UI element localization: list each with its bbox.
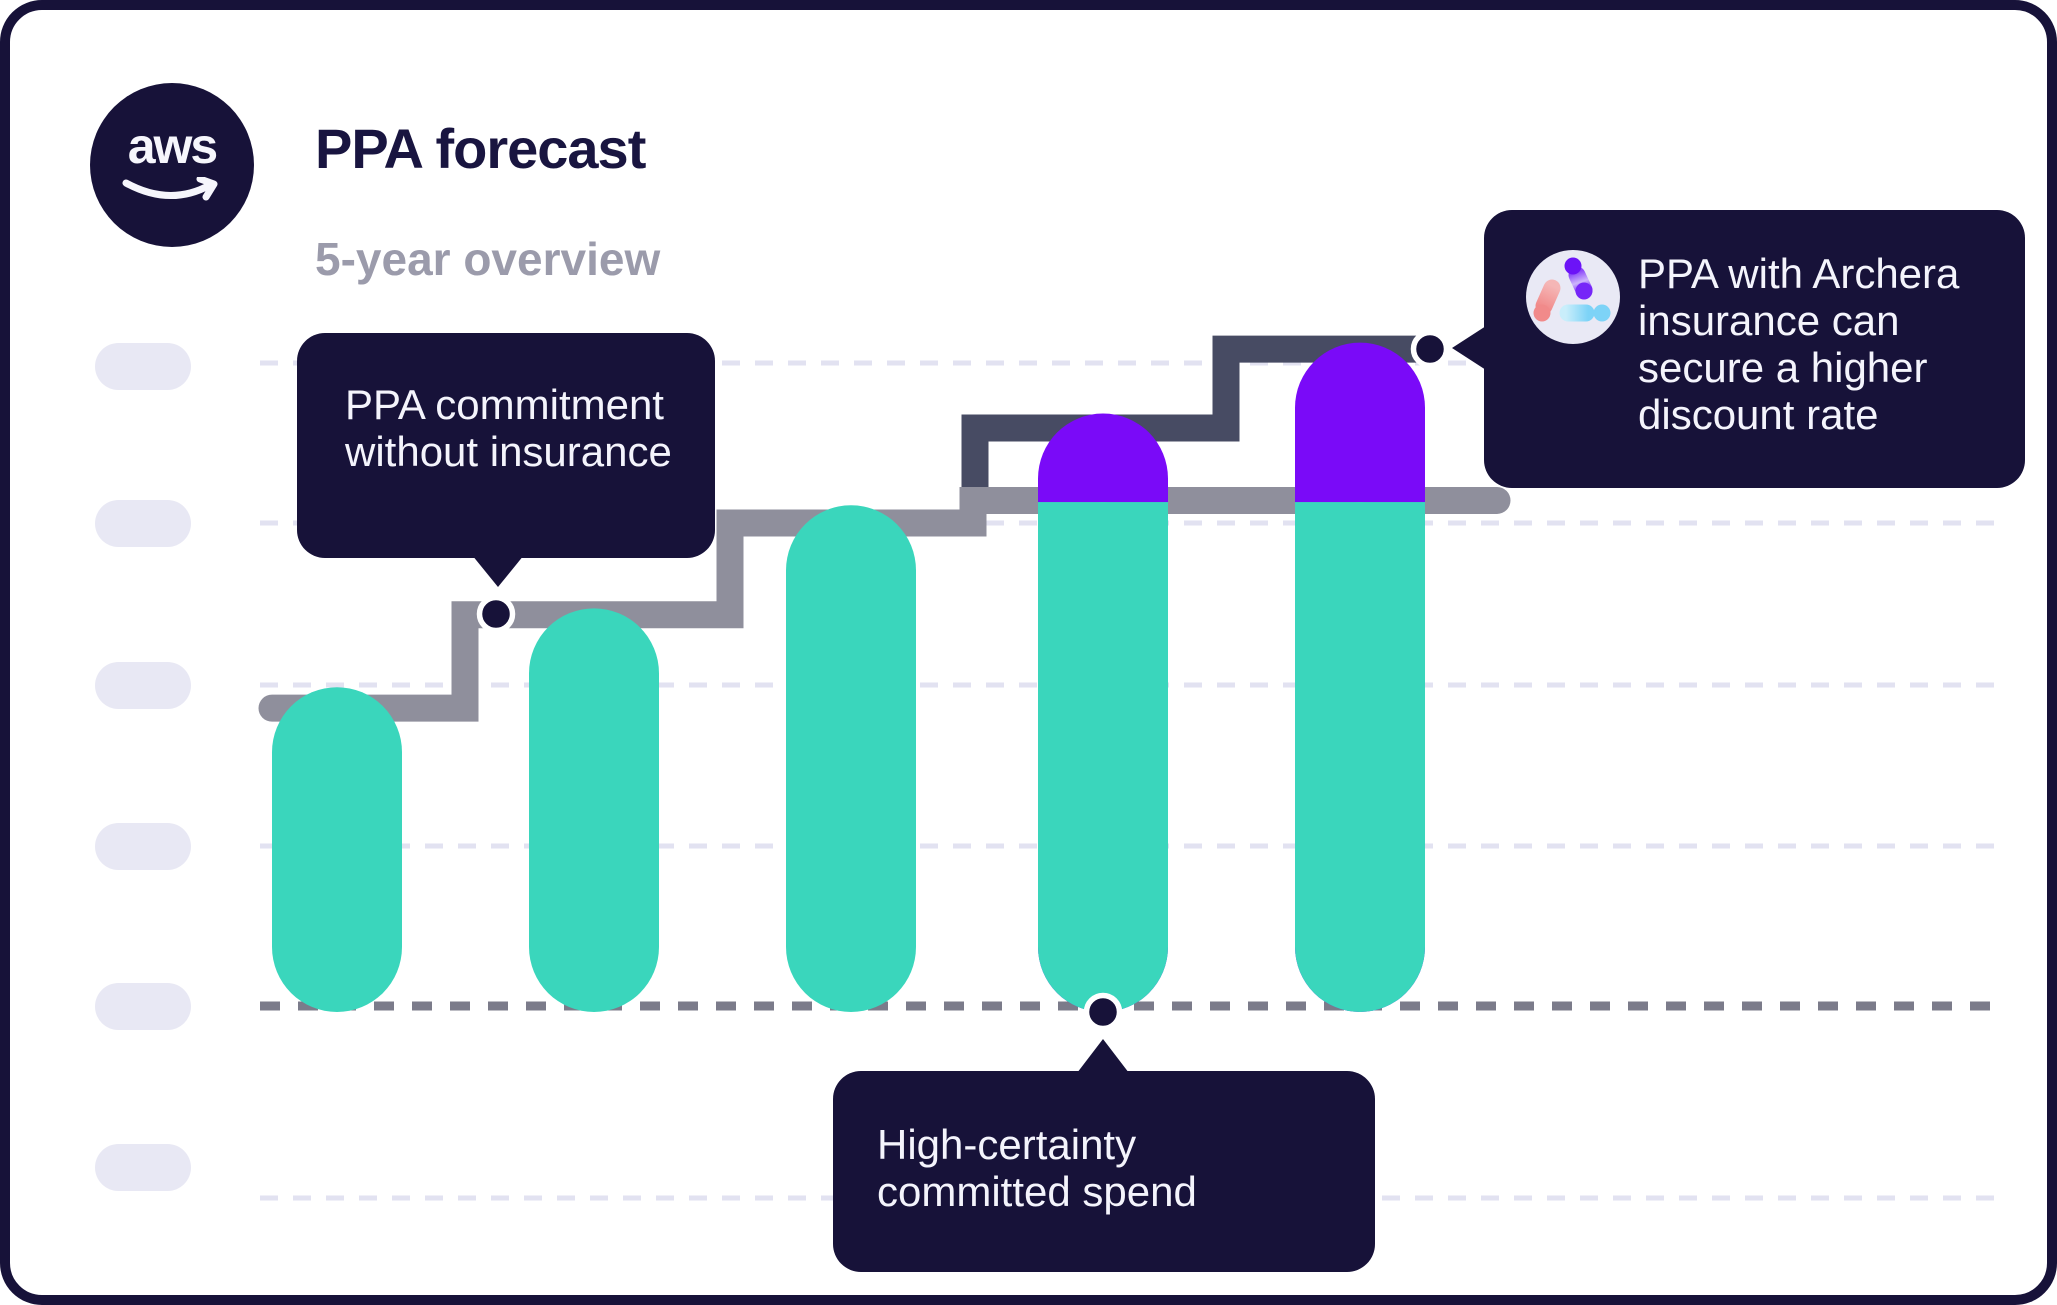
callout-committed-spend: High-certainty committed spend xyxy=(833,1071,1375,1272)
axis-label-placeholder xyxy=(95,822,191,870)
callout-without-insurance: PPA commitment without insurance xyxy=(297,333,715,558)
axis-label-placeholder xyxy=(95,342,191,390)
callout-line: High-certainty xyxy=(877,1121,1137,1168)
bar-year-2-committed-segment xyxy=(529,608,659,1012)
callout-pointer-left xyxy=(1452,326,1486,370)
bar-year-1-committed-segment xyxy=(272,687,402,1012)
aws-logo-text: aws xyxy=(127,118,219,174)
callout-line: without insurance xyxy=(345,428,672,475)
page-title: PPA forecast xyxy=(315,117,646,180)
marker-dot-without-insurance xyxy=(476,594,516,634)
axis-label-placeholder xyxy=(95,499,191,547)
callout-line: insurance can xyxy=(1638,297,1900,344)
callout-line: committed spend xyxy=(877,1168,1197,1215)
line-without-insurance xyxy=(258,486,1511,722)
archera-logo-icon xyxy=(1526,250,1620,344)
bar-year-5-committed-segment xyxy=(1295,502,1425,1012)
marker-dot-committed-spend xyxy=(1083,992,1123,1032)
callout-with-insurance: PPA with Archera insurance can secure a … xyxy=(1484,210,2025,488)
marker-dot-with-insurance xyxy=(1410,329,1450,369)
callout-pointer-up xyxy=(1077,1039,1129,1073)
callout-line: discount rate xyxy=(1638,391,1879,438)
bar-year-4-committed-segment xyxy=(1038,502,1168,1012)
aws-logo: aws xyxy=(90,83,254,247)
callout-line: PPA commitment xyxy=(345,381,664,428)
line-with-insurance xyxy=(961,335,1430,501)
axis-label-placeholder xyxy=(95,1143,191,1191)
axis-label-placeholder xyxy=(95,982,191,1030)
aws-smile-icon xyxy=(122,177,218,201)
callout-pointer-down xyxy=(472,555,524,587)
callout-line: PPA with Archera xyxy=(1638,250,1960,297)
bar-segment-joint xyxy=(1295,502,1425,575)
callout-line: secure a higher xyxy=(1638,344,1928,391)
ppa-forecast-chart xyxy=(258,329,2002,1201)
bar-segment-joint xyxy=(1038,502,1168,575)
axis-label-placeholder xyxy=(95,661,191,709)
page-subtitle: 5-year overview xyxy=(315,233,661,285)
bar-year-3-committed-segment xyxy=(786,505,916,1012)
